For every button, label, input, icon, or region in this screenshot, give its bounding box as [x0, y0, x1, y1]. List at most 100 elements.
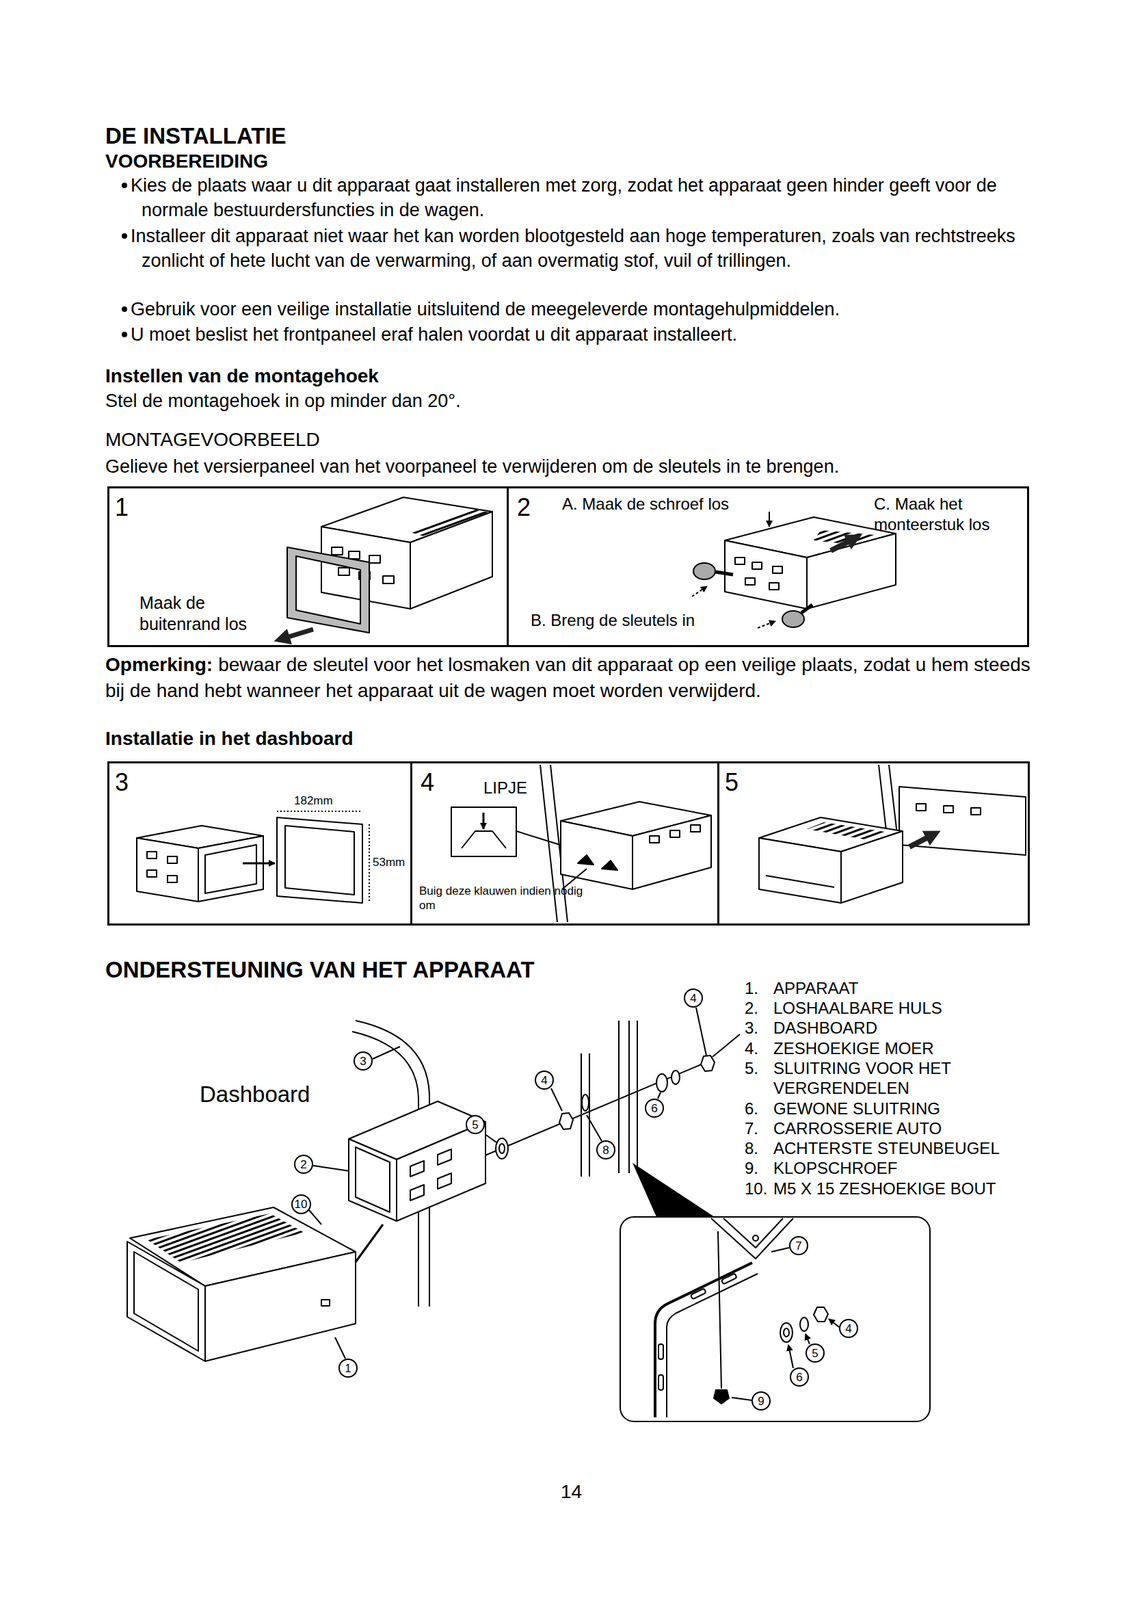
- support-exploded-view-part: [805, 1333, 810, 1344]
- step-4-drawing-part: [482, 812, 485, 829]
- support-exploded-view-part: [788, 1344, 794, 1368]
- dashboard-label: Dashboard: [199, 1079, 310, 1109]
- support-exploded-view-part: [658, 1343, 664, 1359]
- support-exploded-view-part: [618, 1020, 620, 1173]
- support-exploded-view-part: [551, 1087, 563, 1111]
- step-3-drawing-part: [368, 823, 370, 903]
- step-2-drawing-part: [752, 562, 762, 569]
- callout-number: 4: [845, 1322, 852, 1335]
- section-heading: VOORBEREIDING: [105, 149, 269, 174]
- step-2-drawing-part: [806, 533, 896, 609]
- step-1-drawing-part: [338, 567, 350, 576]
- step-5-drawing-part: [909, 834, 934, 847]
- support-exploded-view-part: [696, 1007, 707, 1056]
- step-5-drawing-part: [806, 821, 889, 840]
- callout-circle: 4: [534, 1070, 554, 1090]
- step-caption: C. Maak het monteerstuk los: [873, 493, 1015, 535]
- part-number: 10.: [744, 1178, 768, 1199]
- step-5-drawing: [759, 764, 1026, 903]
- callout-circle: 8: [596, 1139, 616, 1160]
- subheading: Instellen van de montagehoek: [105, 363, 379, 389]
- support-exploded-view-part: [437, 1148, 452, 1165]
- part-name: ACHTERSTE STEUNBEUGEL: [773, 1137, 1000, 1158]
- step-1-drawing-part: [369, 555, 381, 563]
- step-4-drawing-part: [540, 764, 558, 922]
- step-4-drawing-part: [670, 830, 680, 837]
- section-heading: ONDERSTEUNING VAN HET APPARAAT: [105, 954, 535, 984]
- step-1-drawing-part: [331, 547, 343, 555]
- part-number: 5.: [744, 1057, 759, 1078]
- support-exploded-view-part: [700, 1055, 715, 1071]
- support-exploded-view-part: [147, 1213, 305, 1263]
- support-exploded-view-part: [205, 1251, 356, 1361]
- step-2-drawing-part: [830, 538, 855, 551]
- step-panel: 5: [717, 761, 1030, 926]
- support-exploded-view-part: [581, 1094, 589, 1111]
- part-number: 4.: [744, 1038, 759, 1058]
- step-1-drawing-part: [287, 547, 370, 633]
- step-3-drawing-part: [276, 817, 363, 903]
- step-2-drawing-part: [768, 511, 770, 527]
- step-1-drawing-part: [348, 551, 360, 559]
- step-caption: 53mm: [372, 854, 405, 870]
- step-5-drawing-part: [970, 807, 981, 815]
- support-exploded-view-part: [712, 1033, 740, 1057]
- support-exploded-view-part: [780, 1322, 793, 1342]
- support-exploded-view-part: [335, 1336, 346, 1359]
- support-exploded-view-part: [721, 1272, 738, 1284]
- support-exploded-view-part: [410, 1160, 424, 1177]
- page-title: DE INSTALLATIE: [105, 121, 287, 151]
- step-caption: B. Breng de sleutels in: [530, 609, 695, 631]
- step-4-drawing-part: [451, 806, 517, 857]
- callout-circle: 6: [644, 1098, 664, 1118]
- support-exploded-view-part: [632, 1162, 715, 1217]
- support-exploded-view-part: [478, 1059, 712, 1158]
- step-4-drawing-part: [649, 835, 660, 843]
- step-2-drawing-part: [692, 586, 708, 597]
- part-name: KLOPSCHROEF: [773, 1157, 898, 1178]
- step-3-drawing-part: [167, 875, 178, 883]
- section-heading: MONTAGEVOORBEELD: [105, 427, 321, 452]
- callout-circle: 2: [294, 1154, 314, 1174]
- support-exploded-view-part: [656, 1073, 668, 1092]
- callout-circle: 9: [751, 1390, 771, 1410]
- step-2-drawing-part: [801, 604, 813, 613]
- step-2-drawing-part: [715, 571, 734, 575]
- step-number: 5: [724, 765, 739, 798]
- callout-number: 3: [359, 1055, 366, 1067]
- subheading: Installatie in het dashboard: [105, 726, 354, 751]
- support-exploded-view-part: [355, 1223, 383, 1262]
- step-3-drawing-part: [198, 835, 264, 902]
- support-exploded-view-part: [723, 1217, 783, 1248]
- support-exploded-view-part: [309, 1209, 322, 1224]
- callout-circle: 1: [338, 1358, 358, 1378]
- note-paragraph: Opmerking:bewaar de sleutel voor het los…: [105, 651, 1053, 704]
- support-exploded-view-part: [655, 1262, 753, 1417]
- step-2-drawing-part: [745, 577, 755, 585]
- callout-circle: 6: [789, 1366, 809, 1387]
- part-number: 1.: [744, 977, 759, 998]
- callout-circle: 4: [683, 988, 703, 1008]
- step-4-drawing-part: [601, 860, 618, 870]
- support-exploded-view-part: [813, 1306, 829, 1322]
- part-name: DASHBOARD: [773, 1017, 878, 1038]
- callout-circle: 5: [805, 1342, 825, 1363]
- bullet-text: Kies de plaats waar u dit apparaat gaat …: [130, 173, 1051, 223]
- support-exploded-view-part: [711, 1217, 794, 1259]
- bullet-text: U moet beslist het frontpaneel eraf hale…: [130, 322, 1051, 347]
- callout-number: 8: [602, 1143, 609, 1156]
- part-name: LOSHAALBARE HULS: [773, 997, 943, 1018]
- step-number: 4: [420, 765, 435, 798]
- callout-number: 5: [471, 1118, 478, 1131]
- part-name: APPARAAT: [773, 977, 859, 998]
- step-5-drawing-part: [841, 830, 903, 903]
- support-exploded-view-part: [690, 1287, 707, 1299]
- support-exploded-view-part: [437, 1172, 452, 1189]
- step-5-drawing-part: [765, 875, 835, 887]
- note-label: Opmerking:: [105, 653, 213, 675]
- support-exploded-view-part: [666, 1273, 758, 1417]
- callout-circle: 3: [353, 1050, 373, 1071]
- step-2-drawing-part: [782, 610, 805, 628]
- support-exploded-view-part: [671, 1070, 680, 1084]
- part-name: CARROSSERIE AUTO: [773, 1118, 942, 1138]
